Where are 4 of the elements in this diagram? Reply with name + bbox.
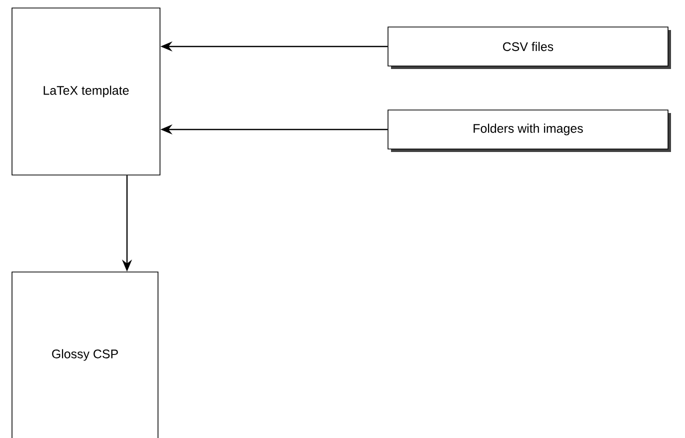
input-box: CSV files [388, 26, 671, 69]
input-box: Folders with images [388, 110, 671, 152]
process-box: LaTeX template [12, 8, 160, 176]
process-box: Glossy CSP [12, 272, 158, 438]
